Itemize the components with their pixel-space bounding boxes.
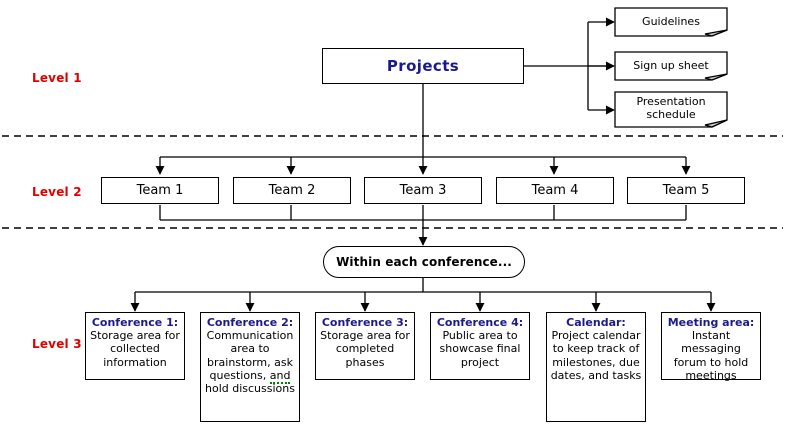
card-conference-1-title: Conference 1: xyxy=(91,316,179,329)
node-within-each-conference[interactable]: Within each conference... xyxy=(323,246,525,278)
doc-presentation-schedule[interactable]: Presentation schedule xyxy=(615,92,727,125)
connector-teams-to-gateway xyxy=(159,205,687,246)
card-conference-3[interactable]: Conference 3: Storage area for completed… xyxy=(315,312,415,380)
doc-guidelines-label: Guidelines xyxy=(642,14,700,28)
node-team-4[interactable]: Team 4 xyxy=(496,177,614,204)
card-meeting-area[interactable]: Meeting area: Instant messaging forum to… xyxy=(661,312,761,382)
card-conference-4-body: Public area to showcase final project xyxy=(439,329,521,369)
level-label-1: Level 1 xyxy=(32,71,82,85)
document-shape-guidelines xyxy=(614,7,728,37)
card-meeting-area-title: Meeting area: xyxy=(667,316,755,329)
card-conference-3-title: Conference 3: xyxy=(321,316,409,329)
card-conference-2-body-post: hold discussions xyxy=(205,381,295,395)
connector-root-to-teams xyxy=(155,84,691,175)
node-team-3[interactable]: Team 3 xyxy=(364,177,482,204)
doc-sign-up-sheet-label: Sign up sheet xyxy=(633,58,709,72)
card-conference-4[interactable]: Conference 4: Public area to showcase fi… xyxy=(430,312,530,380)
level-label-3: Level 3 xyxy=(32,337,82,351)
card-conference-2-body-flagged: and xyxy=(269,368,291,384)
card-conference-4-title: Conference 4: xyxy=(436,316,524,329)
doc-guidelines[interactable]: Guidelines xyxy=(615,8,727,36)
doc-sign-up-sheet[interactable]: Sign up sheet xyxy=(615,52,727,80)
card-calendar-body: Project calendar to keep track of milest… xyxy=(550,329,642,382)
card-conference-3-body: Storage area for completed phases xyxy=(320,329,410,369)
document-shape-signup xyxy=(614,51,728,81)
document-shape-presentation xyxy=(614,91,728,128)
node-team-5[interactable]: Team 5 xyxy=(627,177,745,204)
node-projects[interactable]: Projects xyxy=(322,48,524,84)
card-calendar-title: Calendar: xyxy=(566,316,626,329)
level-label-2: Level 2 xyxy=(32,185,82,199)
card-conference-1-body: Storage area for collected information xyxy=(90,329,180,369)
connector-root-to-documents xyxy=(523,17,615,115)
node-team-2[interactable]: Team 2 xyxy=(233,177,351,204)
card-conference-2-body-pre: Communication area to brainstorm, ask qu… xyxy=(206,329,294,382)
doc-presentation-schedule-label: Presentation schedule xyxy=(636,94,706,121)
card-conference-2-body: Communication area to brainstorm, ask qu… xyxy=(203,329,297,395)
card-conference-2-title: Conference 2: xyxy=(206,316,294,329)
card-calendar[interactable]: Calendar: Project calendar to keep track… xyxy=(546,312,646,422)
card-meeting-area-body: Instant messaging forum to hold meetings xyxy=(673,329,749,382)
card-conference-1[interactable]: Conference 1: Storage area for collected… xyxy=(85,312,185,380)
connector-gateway-to-cards xyxy=(130,278,716,312)
card-conference-2[interactable]: Conference 2: Communication area to brai… xyxy=(200,312,300,422)
node-team-1[interactable]: Team 1 xyxy=(101,177,219,204)
